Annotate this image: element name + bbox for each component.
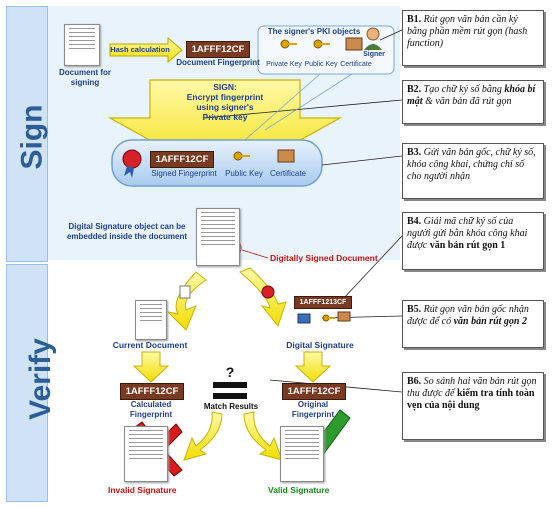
original-fingerprint-value: 1AFFF12CF — [282, 383, 346, 400]
invalid-document-image — [124, 426, 168, 482]
arrow-to-valid — [243, 411, 283, 461]
certificate-label-2: Certificate — [269, 169, 306, 178]
invalid-signature-label: Invalid Signature — [108, 485, 177, 495]
document-fingerprint-value: 1AFFF12CF — [186, 41, 250, 58]
private-key-label: Private Key — [266, 61, 302, 68]
document-for-signing-label: Document for signing — [59, 68, 111, 87]
original-fingerprint-label: Original Fingerprint — [291, 400, 335, 419]
arrow-to-original — [294, 351, 332, 383]
signed-fingerprint-label: Signed Fingerprint — [151, 169, 217, 178]
digital-signature-label: Digital Signature — [286, 340, 354, 350]
calculated-fingerprint-value: 1AFFF12CF — [120, 383, 184, 400]
verify-seal-icon — [261, 285, 275, 299]
current-document-label: Current Document — [112, 340, 188, 350]
arrow-to-invalid — [183, 411, 223, 461]
arrow-to-signature — [239, 267, 287, 328]
note-b6: B6. So sánh hai văn bản rút gọn thu được… — [402, 372, 544, 440]
note-b2: B2. Tạo chữ ký số bằng khóa bí mật & văn… — [402, 80, 544, 124]
calculated-fingerprint-label: Calculated Fingerprint — [129, 400, 173, 419]
certificate-icon-2 — [277, 149, 295, 163]
ds-computer-icon — [297, 313, 311, 324]
digitally-signed-document — [196, 208, 240, 266]
signed-fingerprint-value: 1AFFF12CF — [150, 151, 214, 168]
certificate-icon — [345, 37, 363, 51]
signer-icon — [366, 27, 380, 41]
signer-label: Signer — [363, 51, 385, 58]
note-b3: B3. Gửi văn bản gốc, chữ ký số, khóa côn… — [402, 143, 544, 199]
valid-document-image — [280, 426, 324, 482]
document-for-signing — [64, 24, 100, 66]
certificate-label: Certificate — [340, 61, 372, 68]
hash-calculation-label: Hash calculation — [110, 45, 170, 54]
note-b5: B5. Rút gọn văn bản gốc nhận được để có … — [402, 300, 544, 348]
arrow-to-current — [166, 271, 207, 331]
ds-cert-icon — [337, 311, 351, 322]
note-b1: B1. Rút gọn văn bản cần ký bằng phần mềm… — [402, 10, 544, 66]
public-key-label: Public Key — [304, 61, 338, 68]
small-doc-icon — [179, 285, 191, 299]
pki-title: The signer's PKI objects — [267, 27, 361, 36]
valid-signature-label: Valid Signature — [268, 485, 330, 495]
private-key-icon — [280, 39, 297, 49]
digital-signature-value: 1AFFF1213CF — [294, 296, 352, 309]
ds-key-icon — [322, 314, 335, 322]
note-b4: B4. Giải mã chữ ký số của người gửi bằn … — [402, 212, 544, 270]
hash-arrow — [109, 36, 183, 64]
public-key-icon — [313, 39, 330, 49]
signed-document-label: Digitally Signed Document — [270, 253, 378, 263]
encrypt-instruction: SIGN: Encrypt fingerprint using signer's… — [186, 82, 264, 122]
seal-icon — [122, 149, 142, 169]
signature-package — [111, 139, 323, 187]
public-key-icon-2 — [233, 151, 250, 161]
verify-band — [6, 264, 48, 502]
equals-icon — [213, 382, 247, 388]
match-question-mark: ? — [225, 364, 235, 380]
current-document-image — [135, 300, 167, 340]
arrow-to-calculated — [132, 351, 170, 383]
match-results-label: Match Results — [203, 402, 259, 411]
sign-band — [6, 6, 48, 262]
embed-text: Digital Signature object can be embedded… — [66, 222, 187, 241]
document-fingerprint-label: Document Fingerprint — [176, 58, 260, 67]
public-key-label-2: Public Key — [225, 169, 263, 178]
